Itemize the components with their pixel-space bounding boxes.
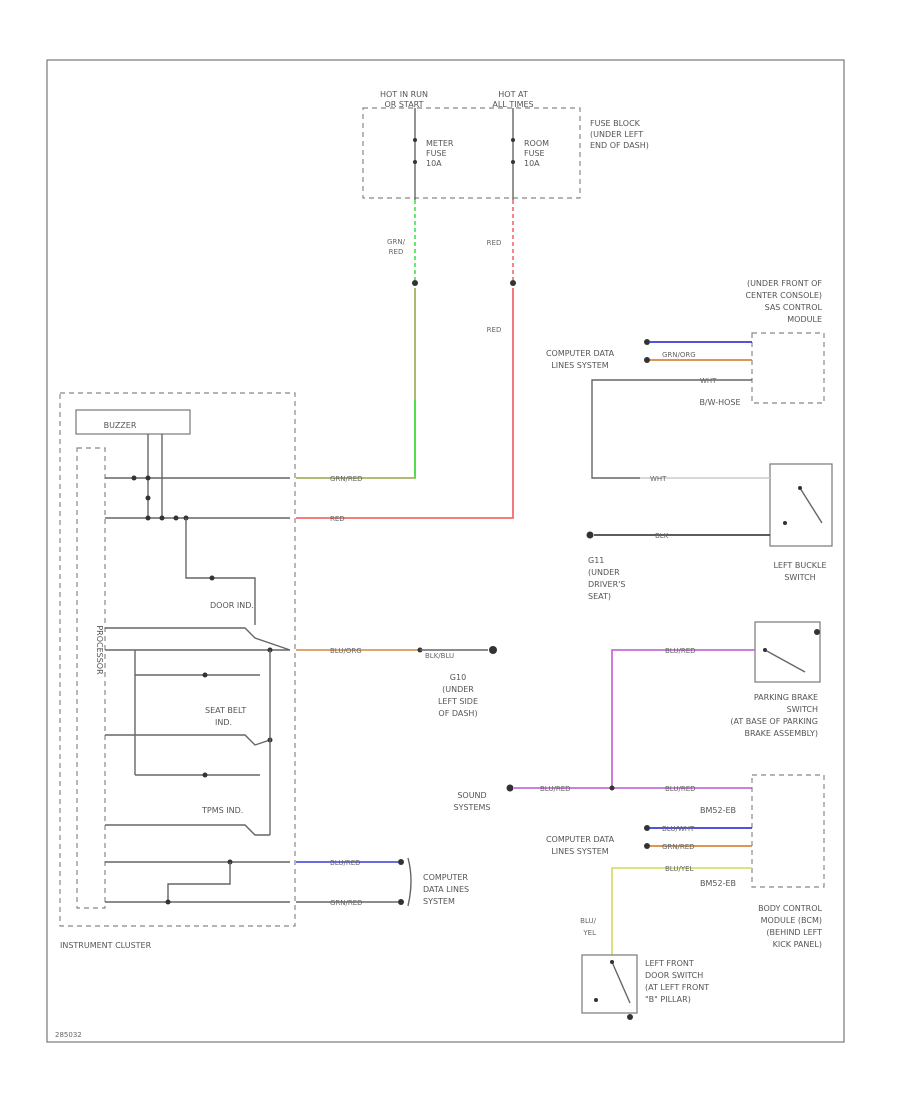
svg-text:RED: RED: [389, 248, 404, 256]
svg-text:BLU/YEL: BLU/YEL: [665, 865, 694, 873]
svg-text:RED: RED: [487, 326, 502, 334]
svg-text:SEAT): SEAT): [588, 592, 611, 601]
ground-g11: G11: [588, 556, 604, 565]
svg-text:END OF DASH): END OF DASH): [590, 141, 649, 150]
svg-text:BM52-EB: BM52-EB: [700, 879, 736, 888]
svg-text:(UNDER: (UNDER: [442, 685, 474, 694]
svg-text:BM52-EB: BM52-EB: [700, 806, 736, 815]
svg-text:DOOR IND.: DOOR IND.: [210, 601, 254, 610]
svg-text:BLU/RED: BLU/RED: [330, 859, 361, 867]
svg-text:WHT: WHT: [700, 377, 717, 385]
buzzer-box: [75, 409, 191, 435]
sas-module: (UNDER FRONT OF CENTER CONSOLE) SAS CONT…: [546, 279, 825, 479]
svg-text:10A: 10A: [524, 159, 540, 168]
footer-code: 285032: [55, 1031, 82, 1039]
svg-text:RED: RED: [487, 239, 502, 247]
svg-text:WHT: WHT: [650, 475, 667, 483]
instrument-cluster: BUZZER PROCESSOR DOOR IND. SEAT BELT IND…: [59, 392, 296, 950]
parking-brake-switch: BLU/RED PARKING BRAKE SWITCH (AT BASE OF…: [611, 621, 821, 788]
svg-text:LEFT FRONT: LEFT FRONT: [645, 959, 694, 968]
svg-text:BLK: BLK: [655, 532, 669, 540]
svg-text:BLU/RED: BLU/RED: [540, 785, 571, 793]
svg-text:BLU/WHT: BLU/WHT: [662, 825, 695, 833]
svg-text:DOOR SWITCH: DOOR SWITCH: [645, 971, 703, 980]
svg-text:LEFT SIDE: LEFT SIDE: [438, 697, 478, 706]
svg-text:(UNDER LEFT: (UNDER LEFT: [590, 130, 643, 139]
svg-text:FUSE: FUSE: [524, 149, 545, 158]
svg-text:COMPUTER DATA: COMPUTER DATA: [546, 349, 615, 358]
feed-wires: GRN/ RED RED RED: [296, 200, 516, 519]
svg-text:SWITCH: SWITCH: [784, 573, 815, 582]
fuse-block: HOT IN RUN OR START HOT AT ALL TIMES MET…: [362, 90, 649, 200]
svg-text:10A: 10A: [426, 159, 442, 168]
svg-text:YEL: YEL: [582, 929, 596, 937]
room-fuse-label: ROOM: [524, 139, 549, 148]
svg-text:(AT LEFT FRONT: (AT LEFT FRONT: [645, 983, 709, 992]
svg-text:OF DASH): OF DASH): [438, 709, 477, 718]
svg-text:(UNDER FRONT OF: (UNDER FRONT OF: [747, 279, 822, 288]
sound-systems-label: SOUND: [457, 791, 486, 800]
svg-text:INSTRUMENT CLUSTER: INSTRUMENT CLUSTER: [60, 941, 152, 950]
svg-text:(UNDER: (UNDER: [588, 568, 620, 577]
svg-text:DRIVER'S: DRIVER'S: [588, 580, 625, 589]
hot-all-label: HOT AT: [498, 90, 528, 99]
svg-text:BLU/ORG: BLU/ORG: [330, 647, 362, 655]
svg-text:COMPUTER DATA: COMPUTER DATA: [546, 835, 615, 844]
svg-text:TPMS IND.: TPMS IND.: [201, 806, 243, 815]
svg-text:GRN/RED: GRN/RED: [330, 475, 363, 483]
svg-text:B/W-HOSE: B/W-HOSE: [699, 398, 740, 407]
svg-text:BRAKE ASSEMBLY): BRAKE ASSEMBLY): [744, 729, 818, 738]
svg-text:DATA LINES: DATA LINES: [423, 885, 469, 894]
svg-text:BLK/BLU: BLK/BLU: [425, 652, 454, 660]
svg-text:SEAT BELT: SEAT BELT: [205, 706, 246, 715]
svg-text:OR START: OR START: [384, 100, 423, 109]
svg-text:LEFT BUCKLE: LEFT BUCKLE: [773, 561, 826, 570]
svg-text:SWITCH: SWITCH: [787, 705, 818, 714]
svg-text:GRN/RED: GRN/RED: [662, 843, 695, 851]
svg-text:RED: RED: [330, 515, 345, 523]
svg-text:SYSTEM: SYSTEM: [423, 897, 455, 906]
svg-text:(BEHIND LEFT: (BEHIND LEFT: [766, 928, 822, 937]
cluster-wires: GRN/RED RED BLU/ORG BLK/BLU G10 (UNDER L…: [296, 475, 497, 907]
left-buckle-switch: WHT BLK LEFT BUCKLE SWITCH G11 (UNDER DR…: [586, 463, 833, 601]
processor-box: [76, 447, 106, 909]
door-switch: LEFT FRONT DOOR SWITCH (AT LEFT FRONT "B…: [581, 954, 709, 1020]
svg-text:FUSE: FUSE: [426, 149, 447, 158]
svg-text:SAS CONTROL: SAS CONTROL: [765, 303, 823, 312]
svg-text:SYSTEMS: SYSTEMS: [454, 803, 491, 812]
svg-text:IND.: IND.: [215, 718, 232, 727]
svg-text:BODY CONTROL: BODY CONTROL: [758, 904, 822, 913]
hot-run-label: HOT IN RUN: [380, 90, 428, 99]
svg-text:GRN/: GRN/: [387, 238, 406, 246]
svg-text:CENTER CONSOLE): CENTER CONSOLE): [745, 291, 822, 300]
svg-text:BLU/: BLU/: [580, 917, 596, 925]
svg-text:BLU/RED: BLU/RED: [665, 785, 696, 793]
diagram-frame: [46, 59, 845, 1043]
svg-text:PROCESSOR: PROCESSOR: [95, 625, 104, 675]
svg-text:(AT BASE OF PARKING: (AT BASE OF PARKING: [730, 717, 818, 726]
svg-text:MODULE: MODULE: [787, 315, 822, 324]
svg-text:"B" PILLAR): "B" PILLAR): [645, 995, 691, 1004]
svg-text:PARKING BRAKE: PARKING BRAKE: [754, 693, 818, 702]
svg-text:MODULE (BCM): MODULE (BCM): [761, 916, 822, 925]
fuse-block-location: FUSE BLOCK: [590, 119, 641, 128]
bcm-section: BLU/RED BLU/RED SOUND SYSTEMS BM52-EB BL…: [454, 774, 825, 955]
svg-text:BLU/RED: BLU/RED: [665, 647, 696, 655]
svg-text:KICK PANEL): KICK PANEL): [773, 940, 822, 949]
svg-text:GRN/RED: GRN/RED: [330, 899, 363, 907]
svg-text:LINES SYSTEM: LINES SYSTEM: [551, 847, 608, 856]
meter-fuse-label: METER: [426, 139, 454, 148]
svg-text:LINES SYSTEM: LINES SYSTEM: [551, 361, 608, 370]
svg-text:ALL TIMES: ALL TIMES: [492, 100, 533, 109]
svg-text:COMPUTER: COMPUTER: [423, 873, 468, 882]
svg-text:BUZZER: BUZZER: [104, 421, 137, 430]
svg-text:GRN/ORG: GRN/ORG: [662, 351, 696, 359]
ground-g10: G10: [450, 673, 466, 682]
